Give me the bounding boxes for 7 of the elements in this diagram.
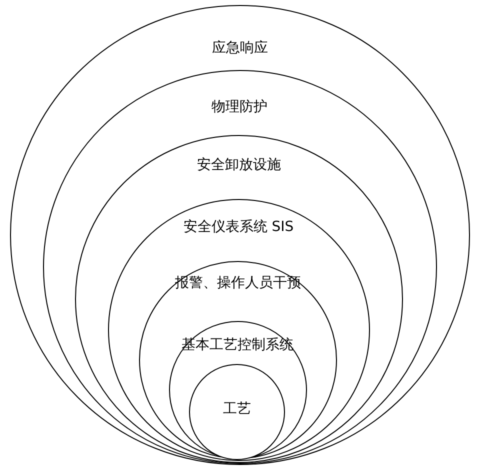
layer-circle <box>189 364 285 460</box>
layer-label: 安全卸放设施 <box>197 156 281 174</box>
layer-label: 工艺 <box>223 400 251 418</box>
layer-label: 报警、操作人员干预 <box>175 274 301 292</box>
layer-label: 物理防护 <box>212 98 268 116</box>
layer-label: 安全仪表系统 SIS <box>183 218 294 236</box>
layer-label: 应急响应 <box>212 39 268 57</box>
